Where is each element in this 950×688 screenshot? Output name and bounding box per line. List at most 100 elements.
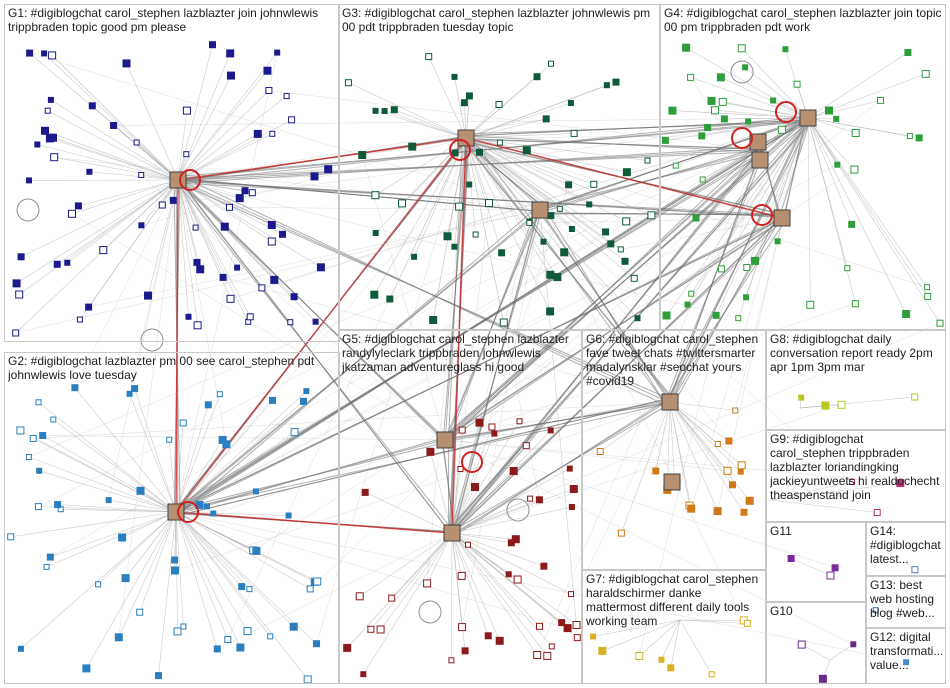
cross-edge xyxy=(118,179,179,638)
user-node xyxy=(267,221,276,229)
node-edge xyxy=(60,508,177,513)
user-node xyxy=(586,201,593,208)
cross-edge xyxy=(230,117,809,300)
user-node xyxy=(793,80,801,88)
user-node xyxy=(12,329,20,337)
group-label-g14: G14: #digiblogchat latest... xyxy=(870,524,941,566)
cross-edge xyxy=(347,532,453,649)
self-loop-ring xyxy=(177,501,199,523)
user-node xyxy=(279,230,286,238)
user-node xyxy=(522,442,530,450)
user-node xyxy=(682,43,691,52)
user-node xyxy=(745,118,752,125)
user-node xyxy=(465,541,471,548)
node-edge xyxy=(451,532,545,567)
user-node xyxy=(451,73,458,80)
user-node xyxy=(751,256,759,265)
user-node xyxy=(54,501,62,509)
user-node xyxy=(569,485,578,493)
user-node xyxy=(267,633,274,640)
self-loop-ring xyxy=(16,198,40,222)
node-edge xyxy=(89,171,179,181)
node-edge xyxy=(465,137,558,278)
user-node xyxy=(687,504,696,513)
user-node xyxy=(180,623,187,630)
user-node xyxy=(704,124,712,131)
user-node xyxy=(699,176,706,183)
user-node xyxy=(906,133,913,139)
cross-edge xyxy=(253,217,783,551)
user-node xyxy=(662,311,671,320)
self-loop-ring xyxy=(140,328,164,352)
user-node xyxy=(169,196,177,204)
user-node xyxy=(227,71,235,80)
node-edge xyxy=(175,511,248,632)
inter-hub-edge xyxy=(669,115,809,405)
user-node xyxy=(496,139,503,146)
node-edge xyxy=(451,430,551,534)
group-box-g13: G13: best web hosting blog #web... xyxy=(866,576,946,628)
node-edge xyxy=(53,419,177,513)
node-edge xyxy=(465,102,571,139)
user-node xyxy=(590,180,598,188)
user-node xyxy=(388,594,396,602)
node-edge xyxy=(177,179,224,278)
node-edge xyxy=(807,100,881,119)
user-node xyxy=(44,107,51,114)
user-node xyxy=(226,203,233,211)
node-edge xyxy=(744,67,809,119)
node-edge xyxy=(177,179,263,289)
self-loop-ring xyxy=(461,451,483,473)
node-edge xyxy=(121,511,177,538)
cross-edge xyxy=(310,117,809,590)
group-label-g6: G6: #digiblogchat carol_stephen fave twe… xyxy=(586,332,759,388)
node-edge xyxy=(113,125,179,181)
user-node xyxy=(797,640,806,649)
user-node xyxy=(114,633,123,642)
user-node xyxy=(558,619,566,627)
user-node xyxy=(34,503,42,511)
node-edge xyxy=(807,117,928,297)
node-edge xyxy=(451,498,531,534)
user-node xyxy=(667,664,675,672)
user-node xyxy=(837,400,846,409)
user-node xyxy=(495,636,504,645)
node-edge xyxy=(687,117,809,305)
user-node xyxy=(568,591,574,598)
node-edge xyxy=(451,532,489,636)
node-edge xyxy=(78,179,179,207)
user-node xyxy=(737,44,746,53)
cross-edge xyxy=(655,401,671,472)
node-edge xyxy=(134,388,177,513)
inter-hub-edge xyxy=(667,221,785,399)
node-edge xyxy=(661,619,681,660)
user-node xyxy=(95,581,102,588)
user-node xyxy=(390,106,398,114)
node-edge xyxy=(451,532,538,656)
user-node xyxy=(122,59,131,68)
user-node xyxy=(542,115,550,123)
node-edge xyxy=(454,76,467,139)
user-node xyxy=(658,656,665,663)
user-node xyxy=(344,79,352,87)
user-node xyxy=(872,607,879,614)
hub-avatar xyxy=(749,133,767,151)
node-edge xyxy=(714,110,809,119)
user-node xyxy=(381,108,388,114)
node-edge xyxy=(50,99,179,181)
user-node xyxy=(536,622,543,630)
highlighted-edge xyxy=(465,137,783,219)
cross-edge xyxy=(177,179,739,319)
edges-layer xyxy=(10,44,941,680)
user-node xyxy=(158,201,166,209)
node-edge xyxy=(720,77,809,119)
cross-edge xyxy=(71,213,446,441)
node-edge xyxy=(177,179,272,226)
user-node xyxy=(99,246,108,255)
node-edge xyxy=(50,511,177,558)
user-node xyxy=(343,643,352,652)
inter-hub-edge xyxy=(179,146,759,184)
node-edge xyxy=(177,95,287,181)
user-node xyxy=(831,564,839,572)
cross-edge xyxy=(722,101,809,119)
